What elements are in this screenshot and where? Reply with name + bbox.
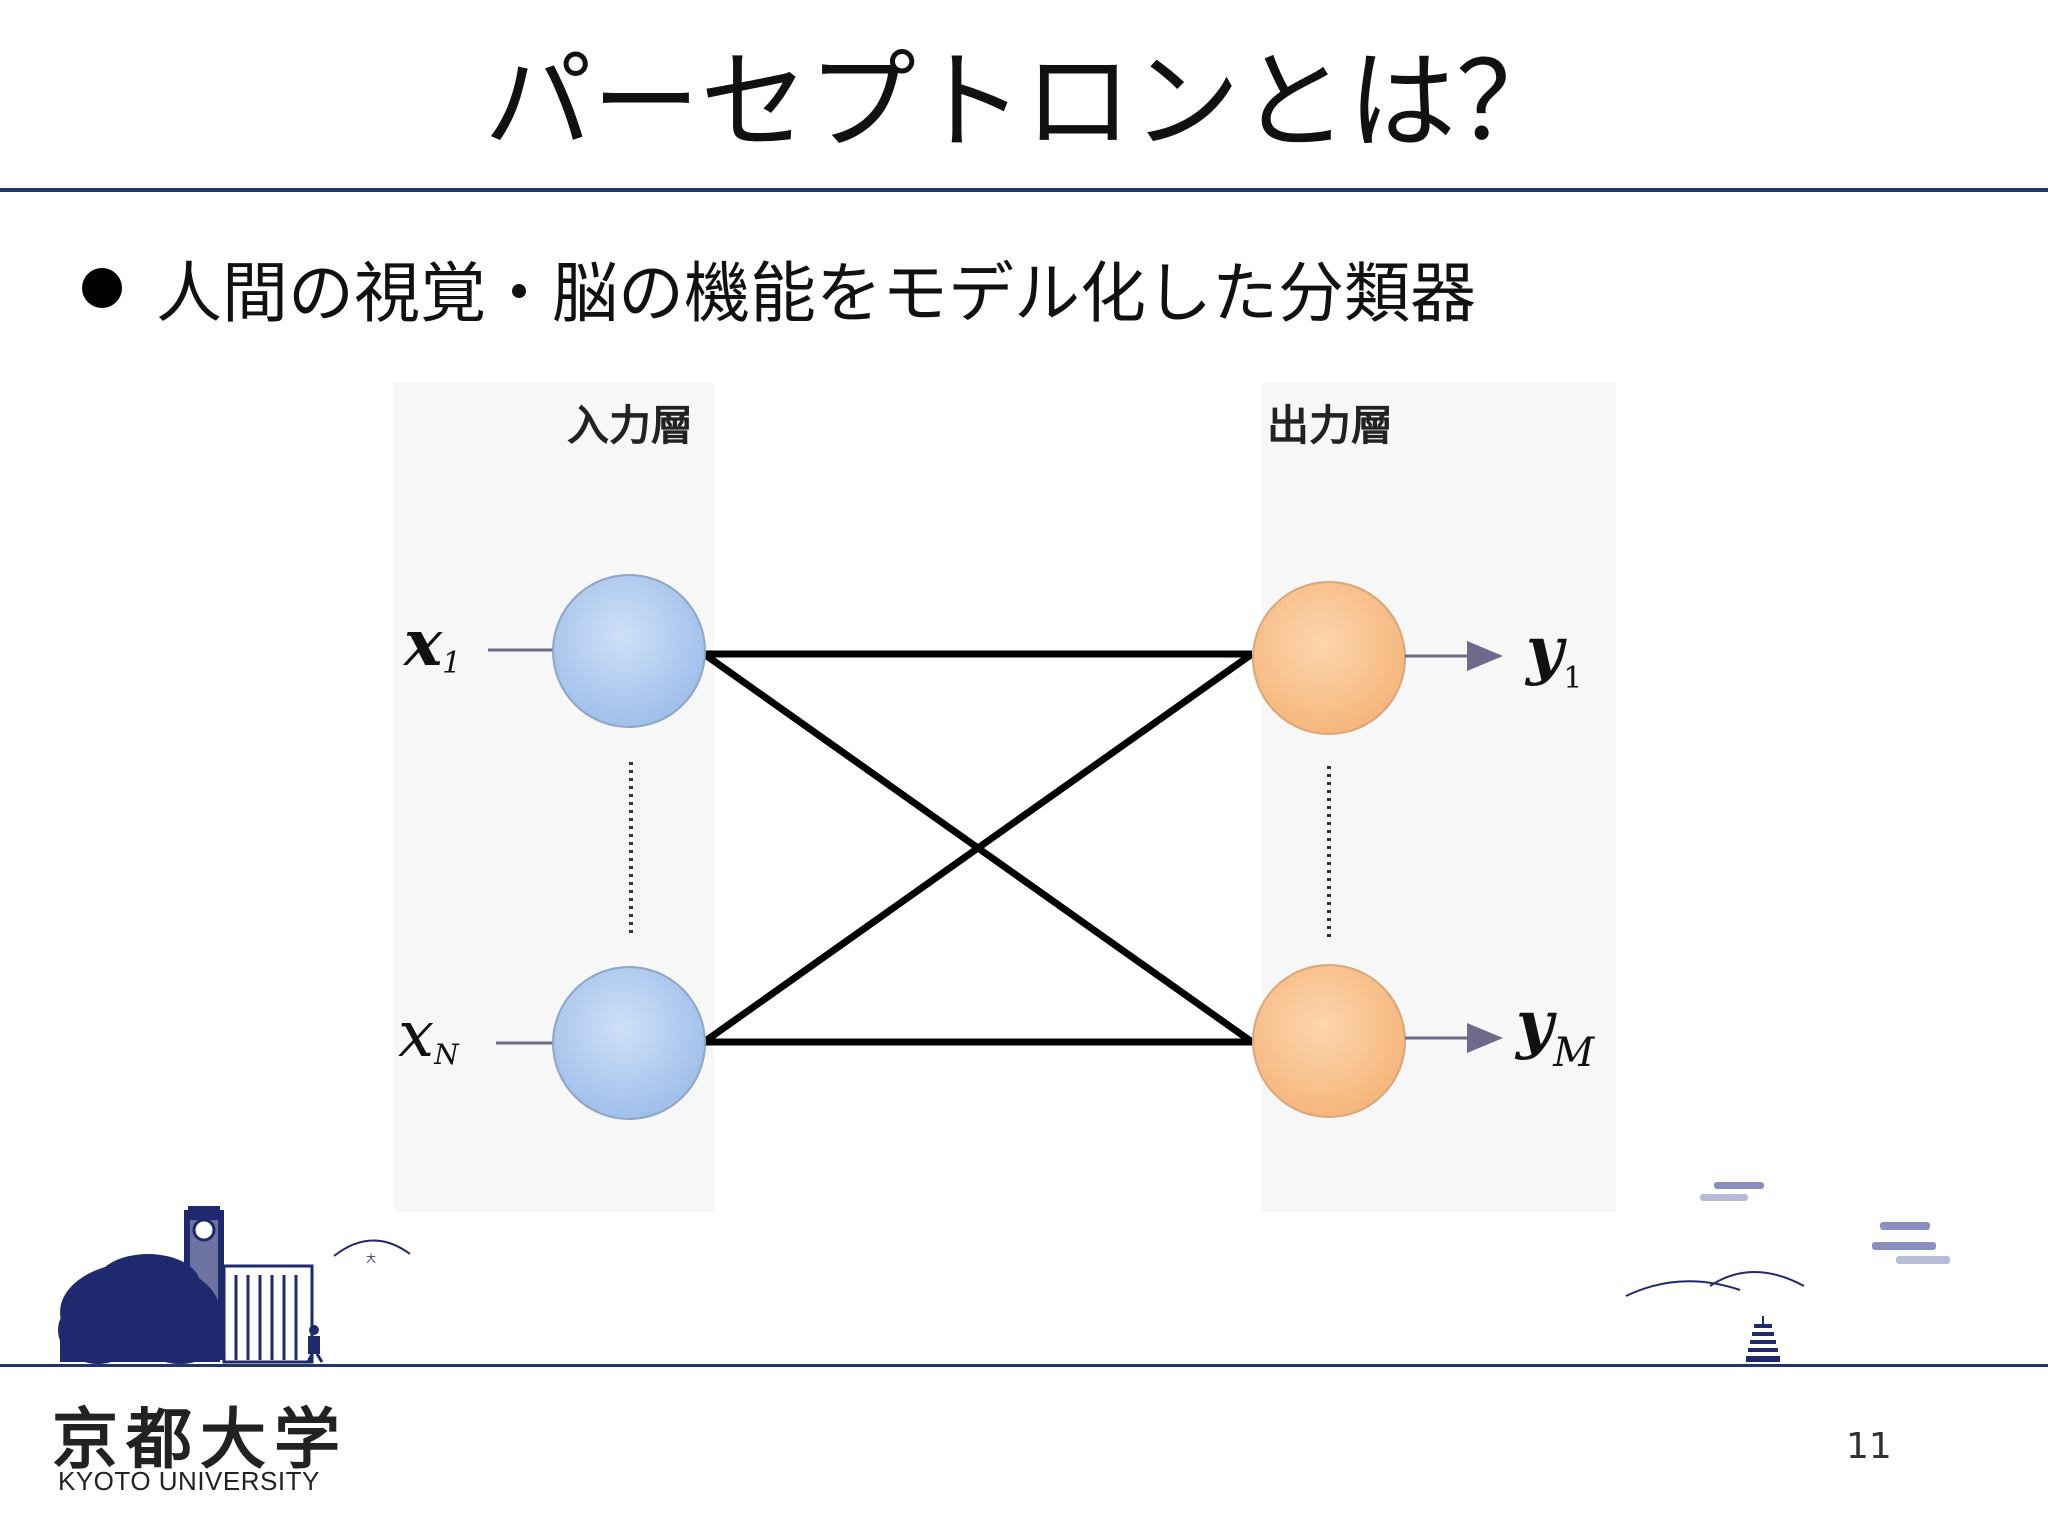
- page-number: 11: [1846, 1426, 1892, 1467]
- clock-face: [192, 1218, 216, 1242]
- output-node-m: [1252, 964, 1406, 1118]
- title-divider: [0, 188, 2048, 192]
- university-logo-japanese: 京都大学: [52, 1400, 348, 1478]
- input-layer-label: 入力層: [567, 401, 693, 450]
- output-label-y1: y1: [1524, 613, 1582, 696]
- footer-divider: [0, 1364, 2048, 1367]
- camphor-tree: [58, 1254, 225, 1364]
- building-wing: [222, 1264, 314, 1364]
- cloud-2: [1872, 1222, 1950, 1264]
- connection-xn-y1: [701, 651, 1255, 1045]
- input-node-n: [552, 966, 706, 1120]
- bullet-item: 人間の視覚・脳の機能をモデル化した分類器: [82, 248, 1476, 332]
- mountain-arc-right: [1625, 1271, 1805, 1297]
- university-logo-english: KYOTO UNIVERSITY: [58, 1466, 320, 1496]
- student-figure: [306, 1325, 324, 1363]
- bullet-icon: [82, 268, 122, 308]
- output-label-ym: yM: [1514, 987, 1595, 1076]
- input-node-1: [552, 574, 706, 728]
- cloud-1: [1700, 1182, 1764, 1201]
- input-label-x1: x1: [402, 606, 461, 681]
- svg-text:大: 大: [366, 1252, 376, 1265]
- bullet-text: 人間の視覚・脳の機能をモデル化した分類器: [156, 255, 1476, 332]
- pagoda: [1746, 1316, 1780, 1362]
- output-node-1: [1252, 581, 1406, 735]
- mountain-arc-left: [333, 1239, 411, 1257]
- output-layer-label: 出力層: [1267, 401, 1393, 450]
- slide-title: パーセプトロンとは？: [483, 40, 1564, 165]
- input-label-xn: xN: [398, 998, 460, 1072]
